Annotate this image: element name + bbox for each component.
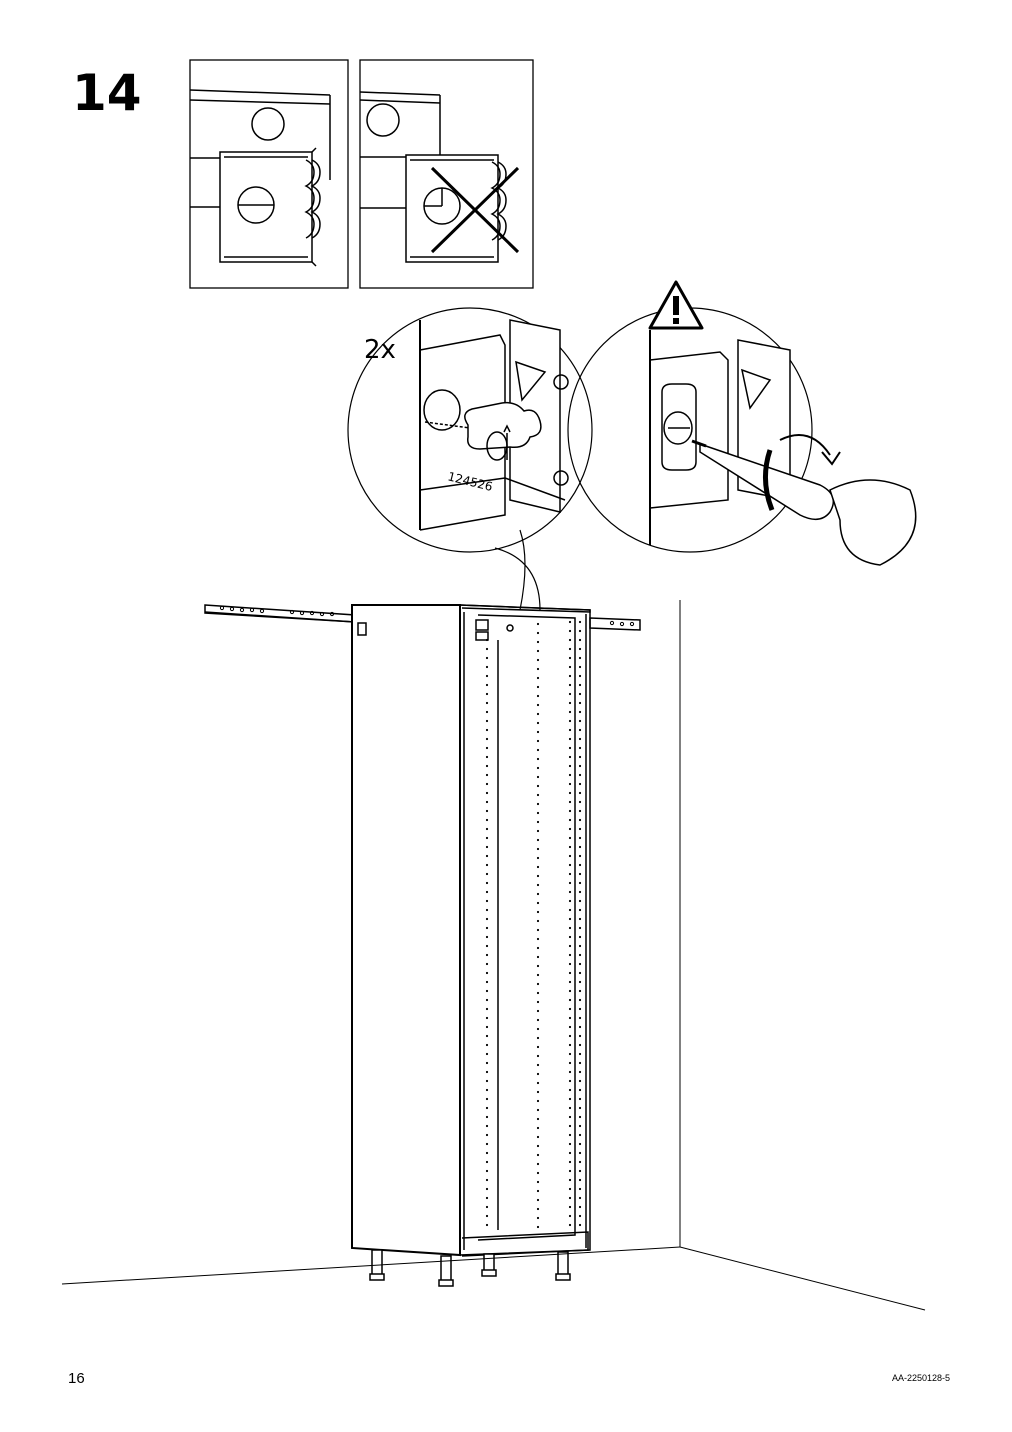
warning-icon xyxy=(648,280,704,330)
cabinet-hole-rows xyxy=(485,620,582,1229)
incorrect-position-panel xyxy=(359,59,534,289)
rotation-band xyxy=(763,449,775,511)
rail-holes xyxy=(219,605,635,627)
detail-circle-mounting xyxy=(347,307,593,553)
document-id: AA-2250128-5 xyxy=(891,1373,950,1383)
incorrect-cross-icon xyxy=(430,166,520,254)
wall-rail xyxy=(204,604,641,631)
room-floor-wall xyxy=(61,600,926,1311)
part-number-label: 124526 xyxy=(446,469,494,494)
quantity-label: 2x xyxy=(364,335,396,365)
step-number: 14 xyxy=(72,64,142,122)
rotate-arrow-icon xyxy=(779,434,831,456)
detail-circle-screwdriver xyxy=(567,307,813,553)
cabinet xyxy=(351,604,591,1257)
cabinet-legs xyxy=(369,1249,571,1287)
page-number: 16 xyxy=(68,1370,85,1387)
callout-leader xyxy=(519,529,526,611)
correct-position-panel xyxy=(189,59,349,289)
